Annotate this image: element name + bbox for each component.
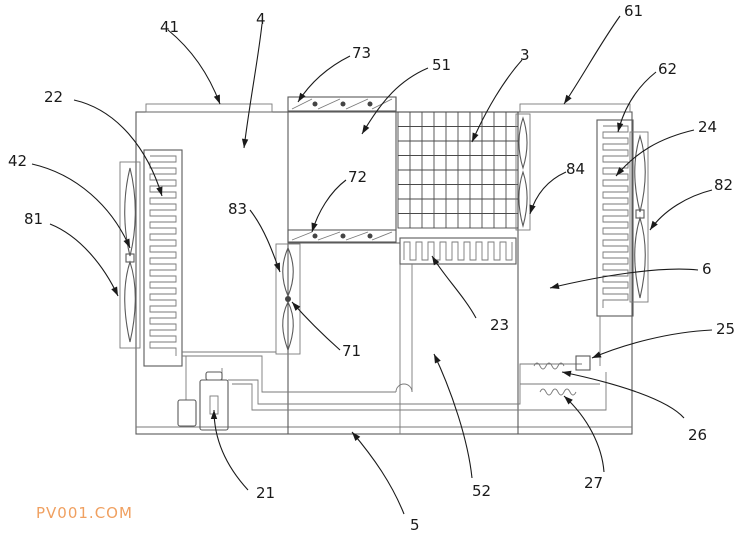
leader-line-42 bbox=[31, 163, 131, 249]
arrowhead-81 bbox=[111, 286, 118, 296]
label-4: 4 bbox=[256, 10, 266, 28]
arrowhead-41 bbox=[213, 94, 220, 104]
leader-line-3 bbox=[471, 59, 523, 143]
label-25: 25 bbox=[716, 320, 735, 338]
arrowhead-51 bbox=[362, 124, 370, 134]
heat-exchanger-grid bbox=[397, 111, 519, 229]
left-fan bbox=[119, 161, 141, 349]
label-83: 83 bbox=[228, 200, 247, 218]
leader-line-25 bbox=[591, 329, 713, 359]
arrowhead-21 bbox=[210, 410, 218, 419]
leader-line-73 bbox=[297, 55, 351, 103]
leader-line-22 bbox=[73, 99, 163, 197]
right-coil bbox=[596, 119, 634, 317]
label-6: 6 bbox=[702, 260, 712, 278]
label-24: 24 bbox=[698, 118, 717, 136]
label-21: 21 bbox=[256, 484, 275, 502]
label-27: 27 bbox=[584, 474, 603, 492]
leader-line-51 bbox=[361, 67, 429, 135]
arrowhead-84 bbox=[529, 204, 536, 214]
label-81: 81 bbox=[24, 210, 43, 228]
refrigerant-piping bbox=[182, 264, 607, 411]
housing bbox=[135, 103, 633, 435]
capillary-coils bbox=[533, 355, 591, 396]
leader-line-4 bbox=[243, 23, 263, 149]
arrowhead-5 bbox=[352, 432, 361, 441]
leader-line-71 bbox=[291, 301, 341, 351]
leader-line-24 bbox=[615, 129, 695, 177]
top-damper bbox=[287, 96, 397, 112]
label-82: 82 bbox=[714, 176, 733, 194]
leader-line-62 bbox=[617, 71, 657, 133]
label-42: 42 bbox=[8, 152, 27, 170]
label-51: 51 bbox=[432, 56, 451, 74]
middle-damper bbox=[287, 229, 397, 243]
fan-83 bbox=[275, 243, 301, 355]
arrowhead-24 bbox=[616, 167, 625, 176]
leader-line-61 bbox=[563, 15, 621, 105]
arrowhead-82 bbox=[650, 220, 658, 230]
label-52: 52 bbox=[472, 482, 491, 500]
arrowhead-23 bbox=[432, 256, 440, 266]
arrowhead-4 bbox=[241, 138, 249, 148]
label-62: 62 bbox=[658, 60, 677, 78]
leader-line-5 bbox=[351, 431, 405, 515]
left-coil bbox=[143, 149, 183, 367]
label-61: 61 bbox=[624, 2, 643, 20]
evaporator-coil bbox=[399, 237, 517, 265]
watermark: PV001.COM bbox=[36, 504, 133, 522]
label-73: 73 bbox=[352, 44, 371, 62]
label-71: 71 bbox=[342, 342, 361, 360]
arrowhead-22 bbox=[156, 186, 163, 196]
arrowhead-71 bbox=[292, 302, 301, 311]
right-fan bbox=[629, 131, 649, 303]
label-72: 72 bbox=[348, 168, 367, 186]
arrowhead-72 bbox=[311, 222, 318, 232]
label-3: 3 bbox=[520, 46, 530, 64]
leader-line-83 bbox=[249, 209, 281, 273]
label-23: 23 bbox=[490, 316, 509, 334]
arrowhead-42 bbox=[123, 238, 130, 248]
arrowhead-3 bbox=[472, 132, 479, 142]
arrowhead-61 bbox=[564, 94, 572, 104]
label-41: 41 bbox=[160, 18, 179, 36]
label-26: 26 bbox=[688, 426, 707, 444]
arrowhead-83 bbox=[273, 262, 280, 272]
leader-line-26 bbox=[561, 371, 685, 419]
leader-line-41 bbox=[167, 29, 221, 105]
arrowhead-62 bbox=[617, 122, 624, 132]
leader-line-23 bbox=[431, 255, 477, 319]
leader-line-84 bbox=[529, 171, 567, 215]
leader-line-6 bbox=[549, 268, 699, 289]
arrowhead-73 bbox=[298, 92, 306, 102]
leader-line-82 bbox=[649, 189, 713, 231]
arrowhead-6 bbox=[550, 282, 560, 290]
leader-lines: 41 4 73 51 3 61 62 22 24 42 84 82 72 81 83 6 23 71 25 26 27 2… bbox=[8, 2, 735, 534]
arrowhead-25 bbox=[592, 351, 602, 358]
compressor bbox=[177, 371, 229, 431]
arrowhead-52 bbox=[434, 354, 441, 364]
arrowhead-26 bbox=[562, 370, 572, 377]
leader-line-27 bbox=[563, 395, 605, 473]
label-5: 5 bbox=[410, 516, 420, 534]
leader-line-52 bbox=[433, 353, 473, 479]
fan-84 bbox=[515, 113, 531, 231]
leader-line-81 bbox=[49, 223, 119, 297]
label-22: 22 bbox=[44, 88, 63, 106]
arrowhead-27 bbox=[564, 396, 573, 405]
label-84: 84 bbox=[566, 160, 585, 178]
leader-line-21 bbox=[213, 409, 249, 491]
